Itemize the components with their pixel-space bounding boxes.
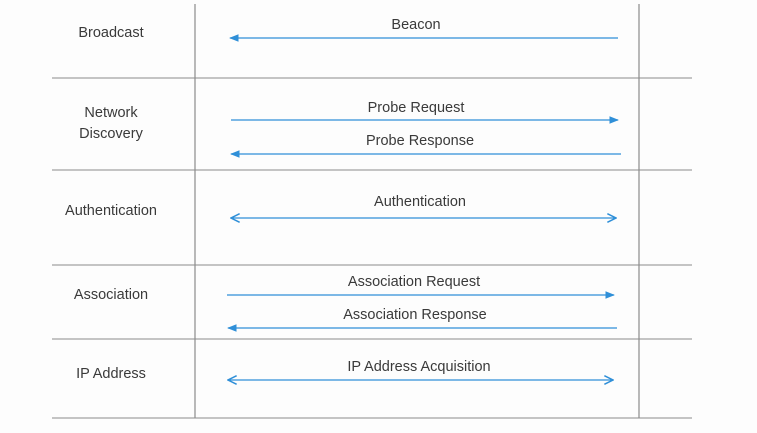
- phase-label-authentication: Authentication: [65, 203, 157, 219]
- message-label-ip-address-acquisition: IP Address Acquisition: [347, 359, 491, 375]
- phase-label-ip-address: IP Address: [76, 366, 146, 382]
- message-label-beacon: Beacon: [391, 17, 441, 33]
- phase-label-broadcast: Broadcast: [78, 25, 144, 41]
- message-label-probe-request: Probe Request: [367, 100, 465, 116]
- message-label-probe-response: Probe Response: [365, 133, 475, 149]
- message-label-association-response: Association Response: [343, 307, 487, 323]
- message-label-association-request: Association Request: [347, 274, 481, 290]
- message-label-authentication: Authentication: [374, 194, 466, 210]
- phase-label-association: Association: [73, 287, 149, 303]
- phase-label-network-discovery: Network Discovery: [79, 105, 143, 142]
